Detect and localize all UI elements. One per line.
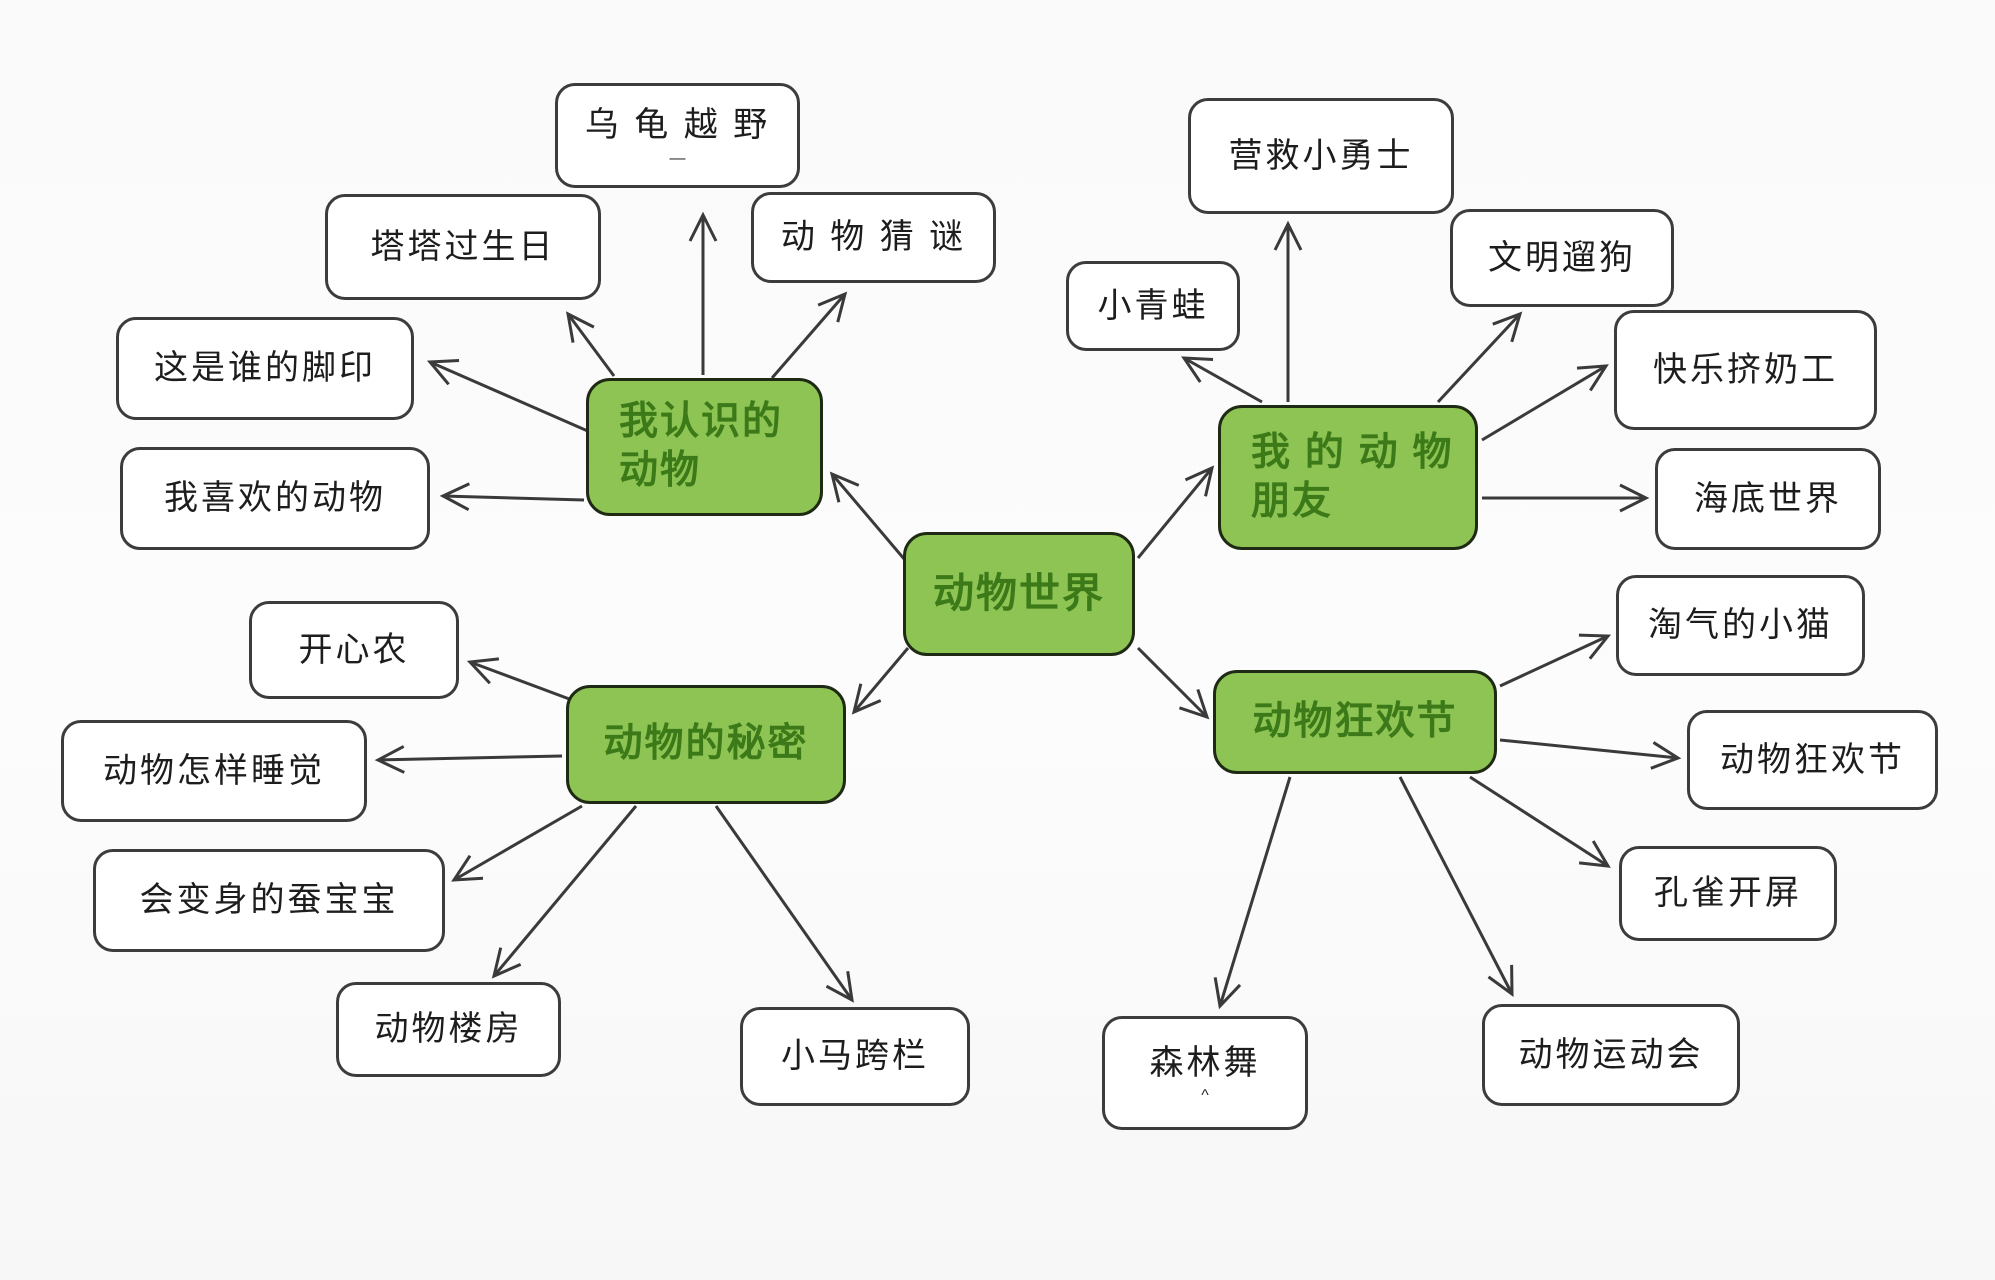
leaf-whose-footprint[interactable]: 这是谁的脚印 — [116, 317, 414, 420]
node-label: 我 的 动 物 朋友 — [1251, 430, 1454, 523]
leaf-rescue-little-hero[interactable]: 营救小勇士 — [1188, 98, 1454, 214]
node-label: 动物的秘密 — [603, 722, 809, 766]
node-label: 动 物 猜 谜 — [780, 218, 967, 257]
edge-center-secrets — [851, 647, 910, 715]
edge-known-favorite — [439, 482, 585, 512]
leaf-animal-carnival[interactable]: 动物狂欢节 — [1687, 710, 1938, 810]
edge-secrets-silkworm — [451, 804, 583, 882]
node-label: 动物世界 — [933, 570, 1105, 617]
node-label: 动物运动会 — [1518, 1035, 1704, 1074]
branch-animal-carnival[interactable]: 动物狂欢节 — [1213, 670, 1497, 774]
leaf-transforming-silkworm[interactable]: 会变身的蚕宝宝 — [93, 849, 445, 952]
edge-center-carnival — [1136, 646, 1210, 720]
edge-known-riddle — [770, 291, 848, 379]
node-label: 动物楼房 — [374, 1010, 523, 1049]
edge-known-footprint — [426, 359, 591, 434]
edge-secrets-horse — [714, 805, 854, 1003]
edge-secrets-farm — [466, 657, 573, 702]
leaf-animal-building[interactable]: 动物楼房 — [336, 982, 561, 1077]
node-label: 动物怎样睡觉 — [103, 751, 325, 790]
leaf-animal-riddle[interactable]: 动 物 猜 谜 — [751, 192, 996, 283]
node-label: 淘气的小猫 — [1648, 606, 1833, 645]
leaf-forest-dance[interactable]: 森林舞 ^ — [1102, 1016, 1308, 1130]
node-label-truncated: ^ — [1201, 1087, 1209, 1105]
leaf-undersea-world[interactable]: 海底世界 — [1655, 448, 1881, 550]
leaf-naughty-kitten[interactable]: 淘气的小猫 — [1616, 575, 1865, 676]
branch-my-animal-friends[interactable]: 我 的 动 物 朋友 — [1218, 405, 1478, 550]
leaf-pony-hurdling[interactable]: 小马跨栏 — [740, 1007, 970, 1106]
edge-carnival-forest — [1213, 776, 1292, 1010]
node-label: 动物狂欢节 — [1252, 699, 1458, 743]
edge-known-birthday — [566, 311, 616, 377]
leaf-happy-milker[interactable]: 快乐挤奶工 — [1614, 310, 1877, 430]
node-label: 塔塔过生日 — [370, 227, 556, 266]
node-label: 动物狂欢节 — [1720, 740, 1905, 779]
edge-carnival-leaf — [1499, 738, 1682, 770]
leaf-civilized-dog-walking[interactable]: 文明遛狗 — [1450, 209, 1674, 307]
node-label: 海底世界 — [1694, 479, 1842, 518]
edge-center-friends — [1136, 465, 1215, 559]
leaf-happy-farm[interactable]: 开心农 — [249, 601, 459, 699]
node-label: 开心农 — [298, 630, 410, 669]
node-label: 我喜欢的动物 — [164, 479, 386, 518]
edge-friends-milking — [1481, 364, 1609, 442]
leaf-how-animals-sleep[interactable]: 动物怎样睡觉 — [61, 720, 367, 822]
edge-secrets-sleep — [374, 745, 563, 774]
node-label: 这是谁的脚印 — [154, 349, 376, 388]
node-label: 快乐挤奶工 — [1653, 350, 1838, 389]
edge-center-known — [829, 471, 907, 561]
leaf-animal-sports-meet[interactable]: 动物运动会 — [1482, 1004, 1740, 1106]
node-label: 孔雀开屏 — [1654, 874, 1802, 913]
node-label: 营救小勇士 — [1228, 136, 1414, 175]
node-label: 会变身的蚕宝宝 — [139, 881, 399, 920]
edge-secrets-building — [491, 805, 638, 979]
node-label: 森林舞 — [1149, 1043, 1261, 1082]
leaf-turtle-cross-country[interactable]: 乌 龟 越 野 — — [555, 83, 800, 188]
node-label: 小青蛙 — [1097, 286, 1209, 325]
leaf-little-frog[interactable]: 小青蛙 — [1066, 261, 1240, 351]
node-label-truncated: — — [669, 149, 686, 167]
branch-animals-i-know[interactable]: 我认识的 动物 — [586, 378, 823, 516]
edge-friends-dog — [1436, 311, 1523, 404]
node-label: 小马跨栏 — [781, 1037, 929, 1076]
node-label: 我认识的 动物 — [619, 400, 784, 492]
node-animal-world[interactable]: 动物世界 — [903, 532, 1135, 656]
branch-animal-secrets[interactable]: 动物的秘密 — [566, 685, 846, 804]
leaf-animals-i-like[interactable]: 我喜欢的动物 — [120, 447, 430, 550]
edge-carnival-peacock — [1469, 775, 1611, 868]
edge-carnival-sports — [1398, 776, 1514, 997]
edge-carnival-kitten — [1499, 633, 1612, 688]
node-label: 文明遛狗 — [1488, 238, 1636, 277]
edge-friends-frog — [1181, 356, 1263, 404]
leaf-peacock-display[interactable]: 孔雀开屏 — [1619, 846, 1837, 941]
leaf-tata-birthday[interactable]: 塔塔过生日 — [325, 194, 601, 300]
node-label: 乌 龟 越 野 — [584, 106, 771, 145]
